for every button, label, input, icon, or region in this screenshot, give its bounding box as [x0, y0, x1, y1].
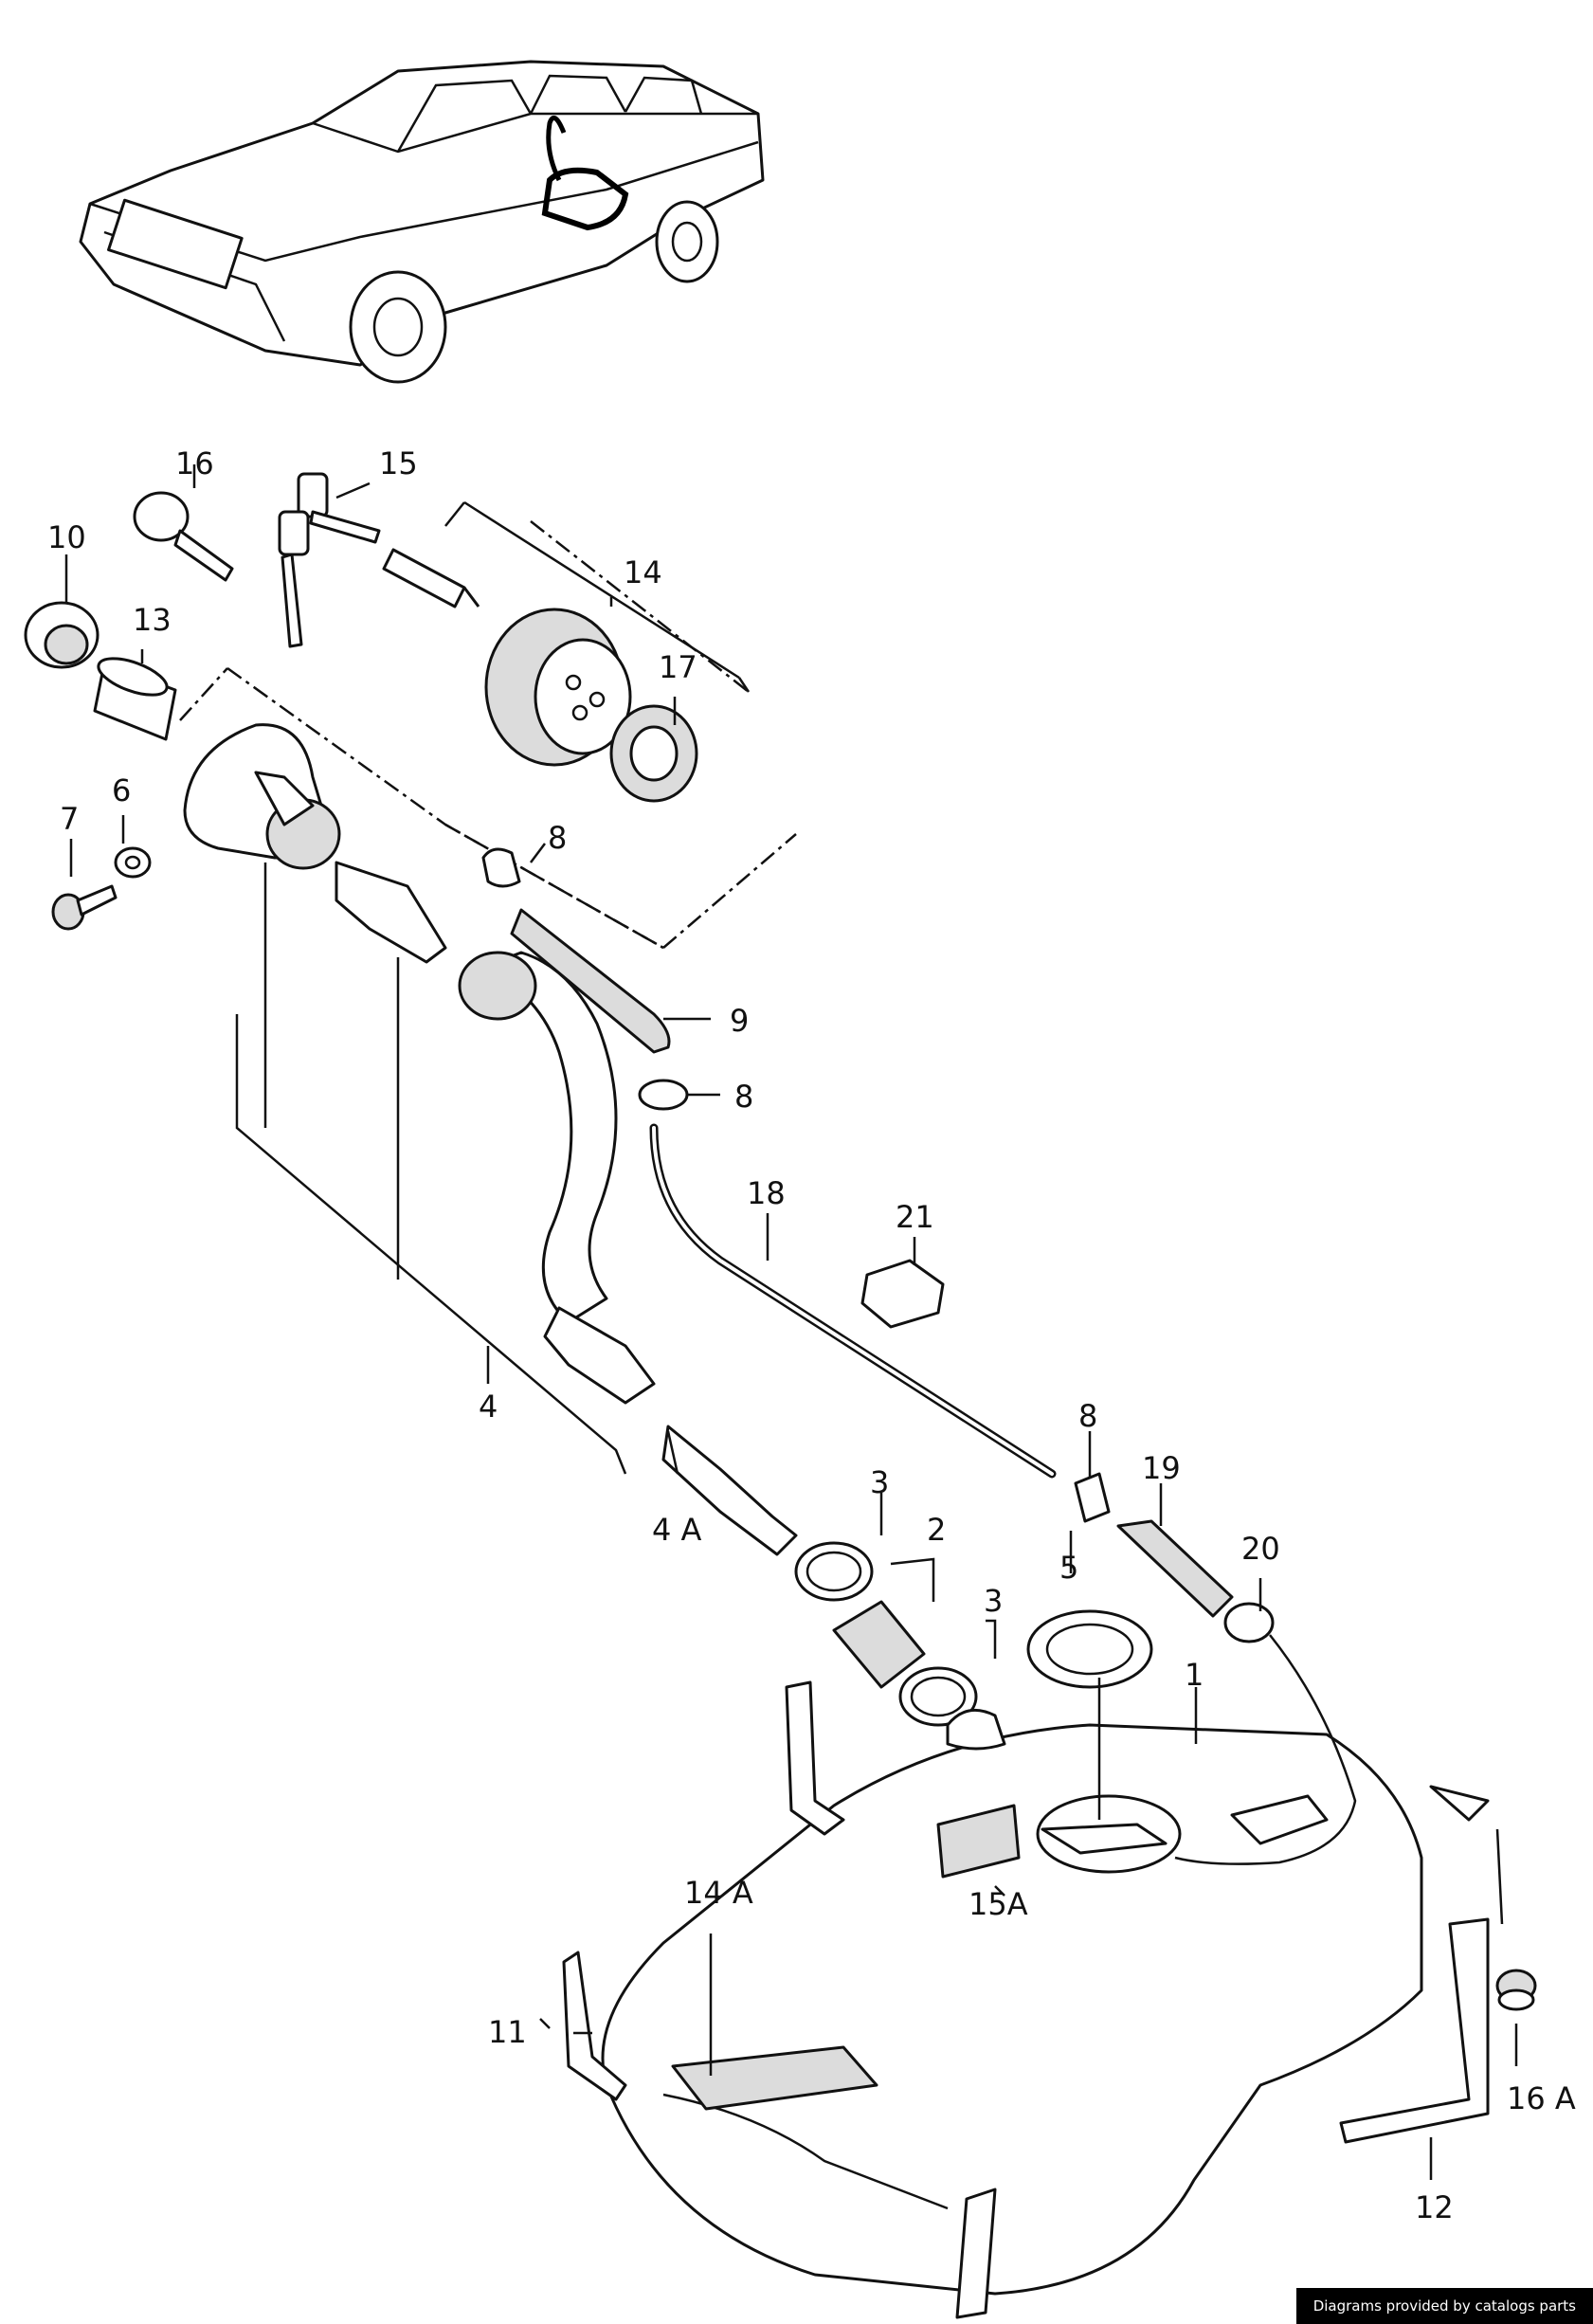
hose-19 [1116, 1519, 1234, 1618]
label-8c: 8 [1078, 1398, 1097, 1434]
screw-7 [51, 884, 118, 931]
label-7: 7 [60, 801, 79, 837]
cap-13 [93, 657, 177, 741]
label-13: 13 [133, 602, 172, 638]
clip-8-mid [638, 1079, 689, 1111]
label-9: 9 [730, 1003, 749, 1039]
label-4a: 4 A [652, 1512, 702, 1548]
part-labels: 1 2 3 3 4 4 A 5 6 7 8 8 8 9 10 11 12 13 … [47, 445, 1576, 2225]
hose-4a [661, 1425, 798, 1556]
label-17: 17 [659, 649, 697, 685]
keys-15 [278, 472, 381, 648]
label-3b: 3 [984, 1583, 1003, 1619]
label-15: 15 [379, 445, 418, 481]
clamp-3-lower [898, 1666, 978, 1727]
label-14: 14 [624, 554, 662, 590]
grommet-4-upper [335, 861, 447, 964]
label-12: 12 [1415, 2189, 1454, 2225]
label-6: 6 [112, 772, 131, 808]
credit-footer: Diagrams provided by catalogs parts [1295, 2288, 1593, 2324]
label-16a: 16 A [1507, 2080, 1576, 2116]
clamp-3-upper [794, 1541, 874, 1602]
clip-8-lower [1074, 1472, 1111, 1523]
label-16: 16 [175, 445, 214, 481]
seal-17 [609, 704, 698, 803]
filler-housing [183, 723, 341, 870]
label-18: 18 [747, 1175, 786, 1211]
clamp-20 [1223, 1602, 1275, 1643]
label-8b: 8 [734, 1079, 753, 1115]
key-16 [133, 491, 234, 582]
car-illustration [79, 60, 765, 384]
label-14a: 14 A [684, 1875, 753, 1911]
label-4: 4 [479, 1389, 498, 1425]
label-20: 20 [1241, 1531, 1280, 1567]
washer-6 [114, 846, 152, 879]
strap-11 [562, 1680, 845, 2101]
label-15a: 15A [968, 1886, 1028, 1922]
label-19: 19 [1142, 1450, 1181, 1486]
grommet-16a [1495, 1969, 1537, 2011]
bracket-10 [24, 601, 100, 669]
lock-ring-5 [1026, 1609, 1153, 1689]
lock-cylinder-14 [382, 548, 632, 767]
clip-21 [860, 1259, 945, 1329]
clip-8-top [481, 847, 521, 888]
vent-line-18 [649, 1123, 1057, 1479]
hose-2 [832, 1600, 926, 1689]
fuel-tank-1 [601, 1634, 1423, 2296]
label-8a: 8 [548, 820, 567, 856]
leader-lines [64, 464, 1518, 2180]
label-10: 10 [47, 519, 86, 555]
label-1: 1 [1185, 1657, 1204, 1693]
strap-12 [955, 1785, 1490, 2319]
label-5: 5 [1059, 1550, 1078, 1586]
label-3a: 3 [870, 1464, 889, 1500]
filler-neck-4 [458, 951, 656, 1405]
hose-9 [510, 908, 671, 1054]
label-11: 11 [488, 2014, 527, 2050]
label-2: 2 [927, 1512, 946, 1548]
label-21: 21 [896, 1199, 934, 1235]
